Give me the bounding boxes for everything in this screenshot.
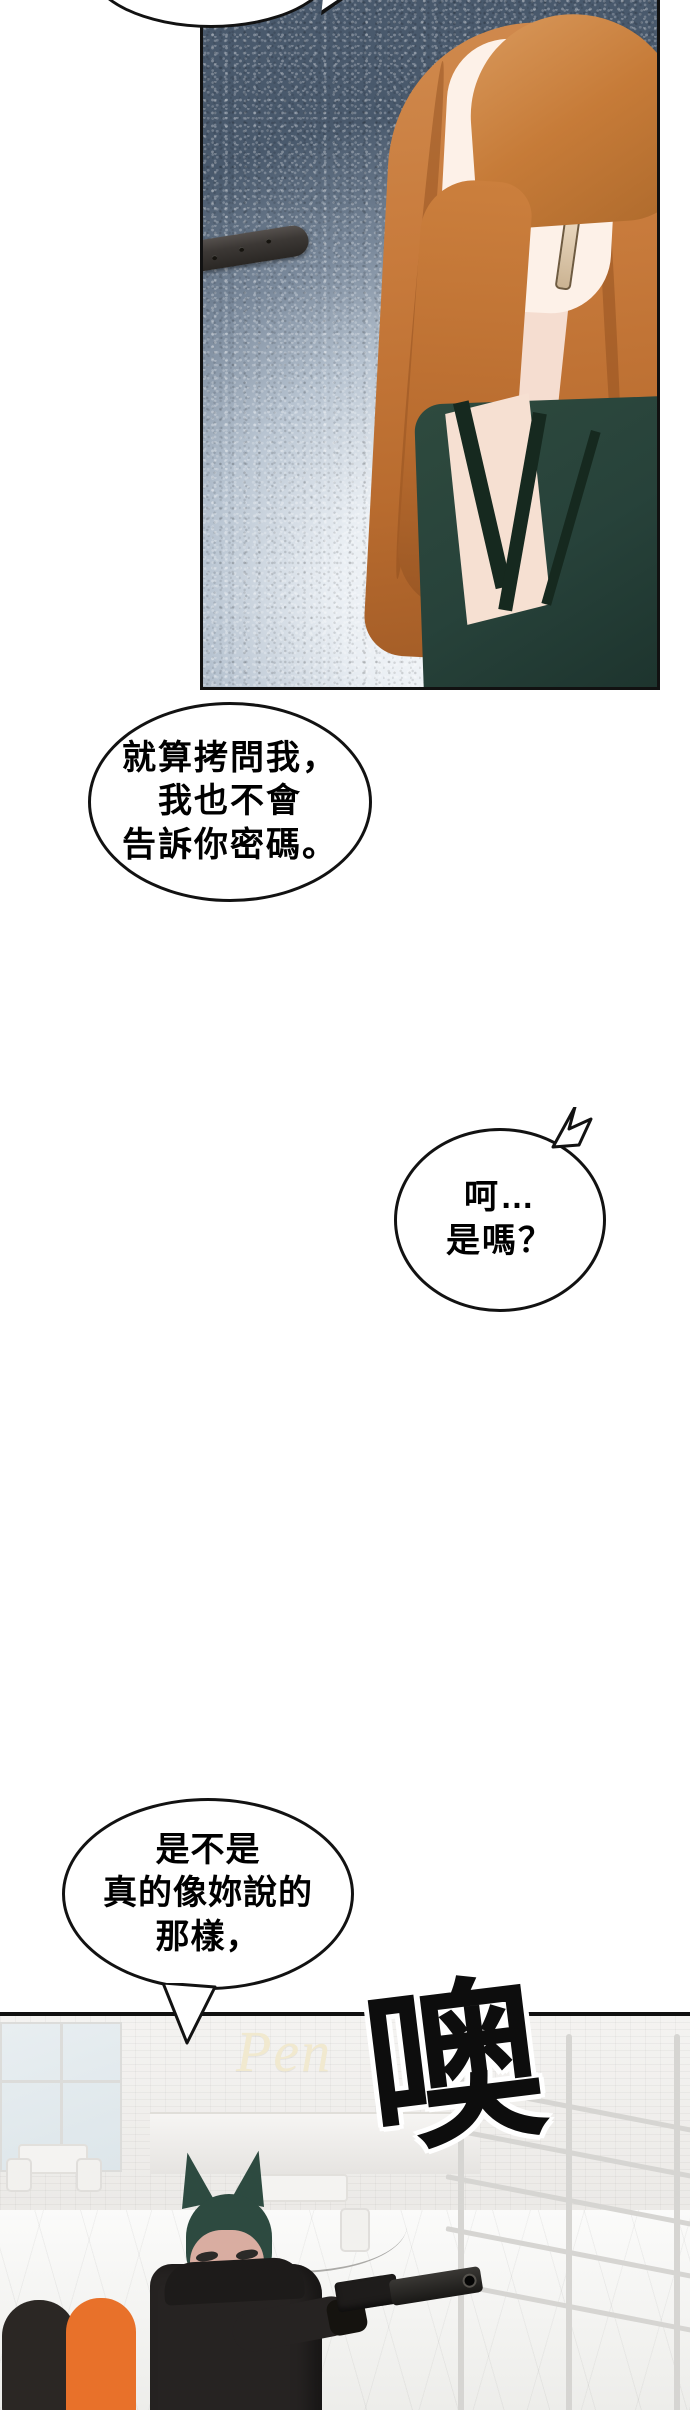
cafe-table [258,2174,348,2202]
bubble-tail-down-icon [161,1983,217,2045]
cafe-shelving [440,2034,690,2410]
speech-bubble-3: 是不是 真的像妳說的 那樣， [62,1798,354,2045]
gunman-collar [162,2256,306,2306]
foreground-character-orange-hair [66,2298,136,2410]
sfx-gunshot: 噢 [354,1955,554,2180]
foreground-character-dark-hair [2,2300,76,2410]
bubble-tail-jagged-icon [551,1107,593,1149]
cafe-chair [76,2158,102,2192]
speech-bubble-1: 就算拷問我， 我也不會 告訴你密碼。 [88,702,372,902]
character-gunman [140,2147,484,2410]
muzzle [461,2272,478,2289]
bubble-text: 呵… 是嗎？ [446,1178,554,1260]
cafe-chair [6,2158,32,2192]
panel-closeup [200,0,660,690]
cafe-chair [340,2208,370,2252]
bubble-text: 就算拷問我， 我也不會 告訴你密碼。 [122,738,338,864]
bubble-tail-icon [321,0,355,19]
panel-cafe: Pen [0,2012,690,2410]
speech-bubble-2: 呵… 是嗎？ [394,1107,606,1312]
bubble-text: 是不是 真的像妳說的 那樣， [103,1830,313,1956]
cafe-sign-text: Pen [236,2019,333,2084]
cafe-counter [150,2112,480,2174]
